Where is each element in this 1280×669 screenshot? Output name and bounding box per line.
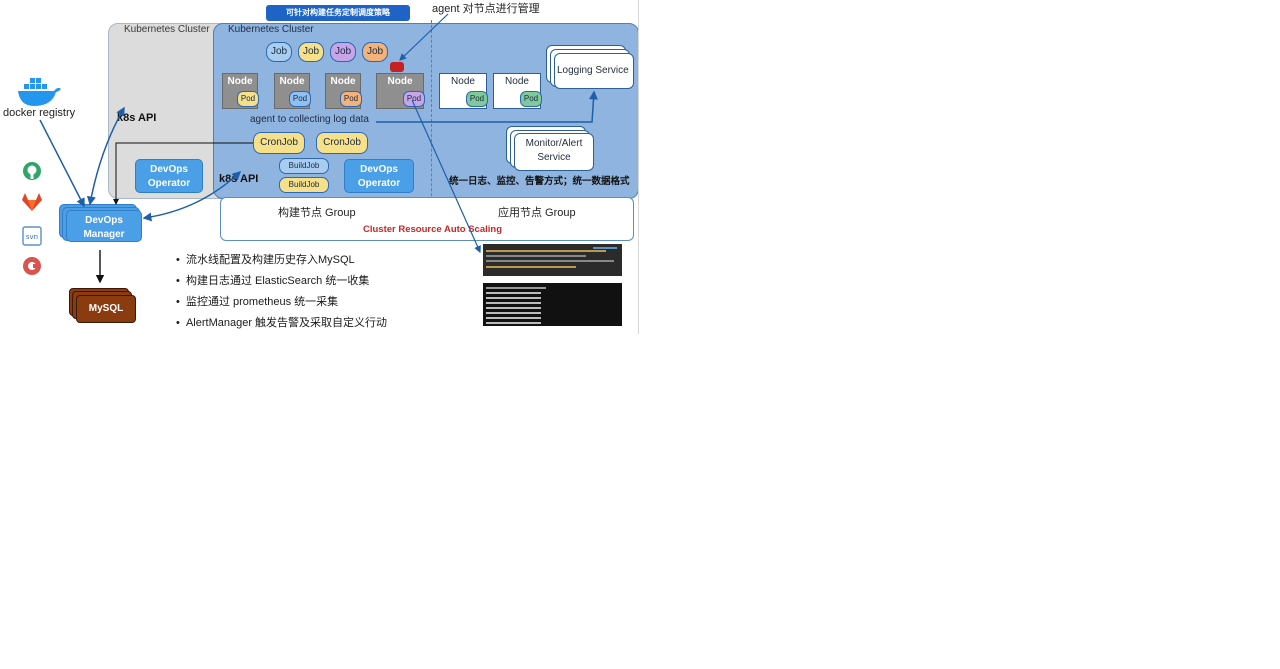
cronjob-line bbox=[113, 142, 253, 205]
node-label: Node bbox=[330, 76, 356, 87]
build-node: Node Pod bbox=[376, 73, 425, 109]
cronjob-pill: CronJob bbox=[253, 132, 305, 154]
pod-badge: Pod bbox=[466, 91, 488, 107]
scheduling-banner-text: 可针对构建任务定制调度策略 bbox=[286, 8, 390, 17]
docker-icon bbox=[16, 74, 62, 110]
node-label: Node bbox=[387, 76, 413, 87]
devops-manager: DevOps Manager bbox=[66, 210, 142, 242]
docker-registry-label: docker registry bbox=[3, 107, 76, 119]
log-terminal-screenshot bbox=[483, 244, 622, 276]
k8s-api-bottom-arrow bbox=[142, 170, 242, 222]
feature-item-text: 流水线配置及构建历史存入MySQL bbox=[185, 254, 355, 266]
gitlab-icon bbox=[21, 192, 43, 212]
logging-service: Logging Service bbox=[554, 53, 634, 89]
mysql-label: MySQL bbox=[88, 303, 124, 314]
agent-marker bbox=[390, 62, 404, 72]
outer-cluster-label: Kubernetes Cluster bbox=[124, 24, 210, 35]
feature-item: • 流水线配置及构建历史存入MySQL bbox=[176, 254, 355, 266]
job-pill: Job bbox=[266, 42, 292, 62]
connector-lines bbox=[39, 13, 598, 284]
agent-arrow bbox=[399, 13, 449, 61]
app-group-label: 应用节点 Group bbox=[498, 207, 576, 219]
devops-manager-label: DevOps Manager bbox=[83, 215, 125, 240]
svg-text:svn: svn bbox=[26, 233, 38, 241]
feature-item: • 构建日志通过 ElasticSearch 统一收集 bbox=[176, 275, 370, 287]
cronjob-pill: CronJob bbox=[316, 132, 368, 154]
feature-item-text: AlertManager 触发告警及采取自定义行动 bbox=[185, 317, 388, 329]
k8s-api-label: k8s API bbox=[117, 112, 157, 124]
node-label: Node bbox=[505, 76, 529, 87]
scheduling-banner: 可针对构建任务定制调度策略 bbox=[266, 5, 410, 21]
feature-list: • 流水线配置及构建历史存入MySQL • 构建日志通过 ElasticSear… bbox=[176, 252, 387, 334]
monitor-service: Monitor/Alert Service bbox=[514, 133, 594, 171]
pod-badge: Pod bbox=[520, 91, 542, 107]
app-node: Node Pod bbox=[493, 73, 542, 109]
autoscaling-label: Cluster Resource Auto Scaling bbox=[363, 224, 503, 235]
app-node: Node Pod bbox=[439, 73, 488, 109]
agent-log-label: agent to collecting log data bbox=[250, 114, 369, 125]
devops-operator-right: DevOps Operator bbox=[344, 159, 414, 193]
feature-item: • AlertManager 触发告警及采取自定义行动 bbox=[176, 317, 388, 329]
group-separator bbox=[431, 20, 432, 216]
pod-badge: Pod bbox=[403, 91, 425, 107]
mysql-box: MySQL bbox=[76, 295, 136, 323]
pod-badge: Pod bbox=[340, 91, 362, 107]
gitea-icon bbox=[21, 255, 43, 277]
node-label: Node bbox=[227, 76, 253, 87]
buildjob-pill: BuildJob bbox=[279, 177, 329, 193]
build-node: Node Pod bbox=[222, 73, 259, 109]
devops-operator-label: DevOps Operator bbox=[357, 164, 401, 189]
monitor-service-label: Monitor/Alert Service bbox=[525, 138, 583, 163]
pod-badge: Pod bbox=[237, 91, 259, 107]
node-label: Node bbox=[279, 76, 305, 87]
build-node: Node Pod bbox=[274, 73, 311, 109]
feature-item-text: 监控通过 prometheus 统一采集 bbox=[185, 296, 339, 308]
job-pill: Job bbox=[298, 42, 324, 62]
build-node: Node Pod bbox=[325, 73, 362, 109]
feature-item-text: 构建日志通过 ElasticSearch 统一收集 bbox=[185, 275, 370, 287]
node-group-box bbox=[220, 197, 634, 241]
registry-arrow bbox=[39, 119, 85, 208]
buildjob-pill: BuildJob bbox=[279, 158, 329, 174]
feature-item: • 监控通过 prometheus 统一采集 bbox=[176, 296, 339, 308]
slide-edge bbox=[638, 0, 639, 334]
build-group-label: 构建节点 Group bbox=[278, 207, 356, 219]
github-icon bbox=[22, 161, 42, 181]
node-label: Node bbox=[451, 76, 475, 87]
monitor-terminal-screenshot bbox=[483, 283, 622, 326]
inner-cluster-label: Kubernetes Cluster bbox=[228, 24, 314, 35]
job-pill: Job bbox=[330, 42, 356, 62]
log-collect-arrow bbox=[376, 90, 598, 123]
logging-service-label: Logging Service bbox=[557, 65, 629, 76]
pod-badge: Pod bbox=[289, 91, 311, 107]
unified-logging-text: 统一日志、监控、告警方式；统一数据格式 bbox=[449, 176, 630, 187]
k8s-api-top-arrow bbox=[86, 106, 125, 206]
job-pill: Job bbox=[362, 42, 388, 62]
architecture-diagram: Kubernetes Cluster Kubernetes Cluster 可针… bbox=[0, 0, 640, 334]
pod-terminal-arrow bbox=[411, 99, 481, 254]
agent-annotation: agent 对节点进行管理 bbox=[432, 3, 540, 15]
svn-icon: svn bbox=[22, 226, 42, 246]
